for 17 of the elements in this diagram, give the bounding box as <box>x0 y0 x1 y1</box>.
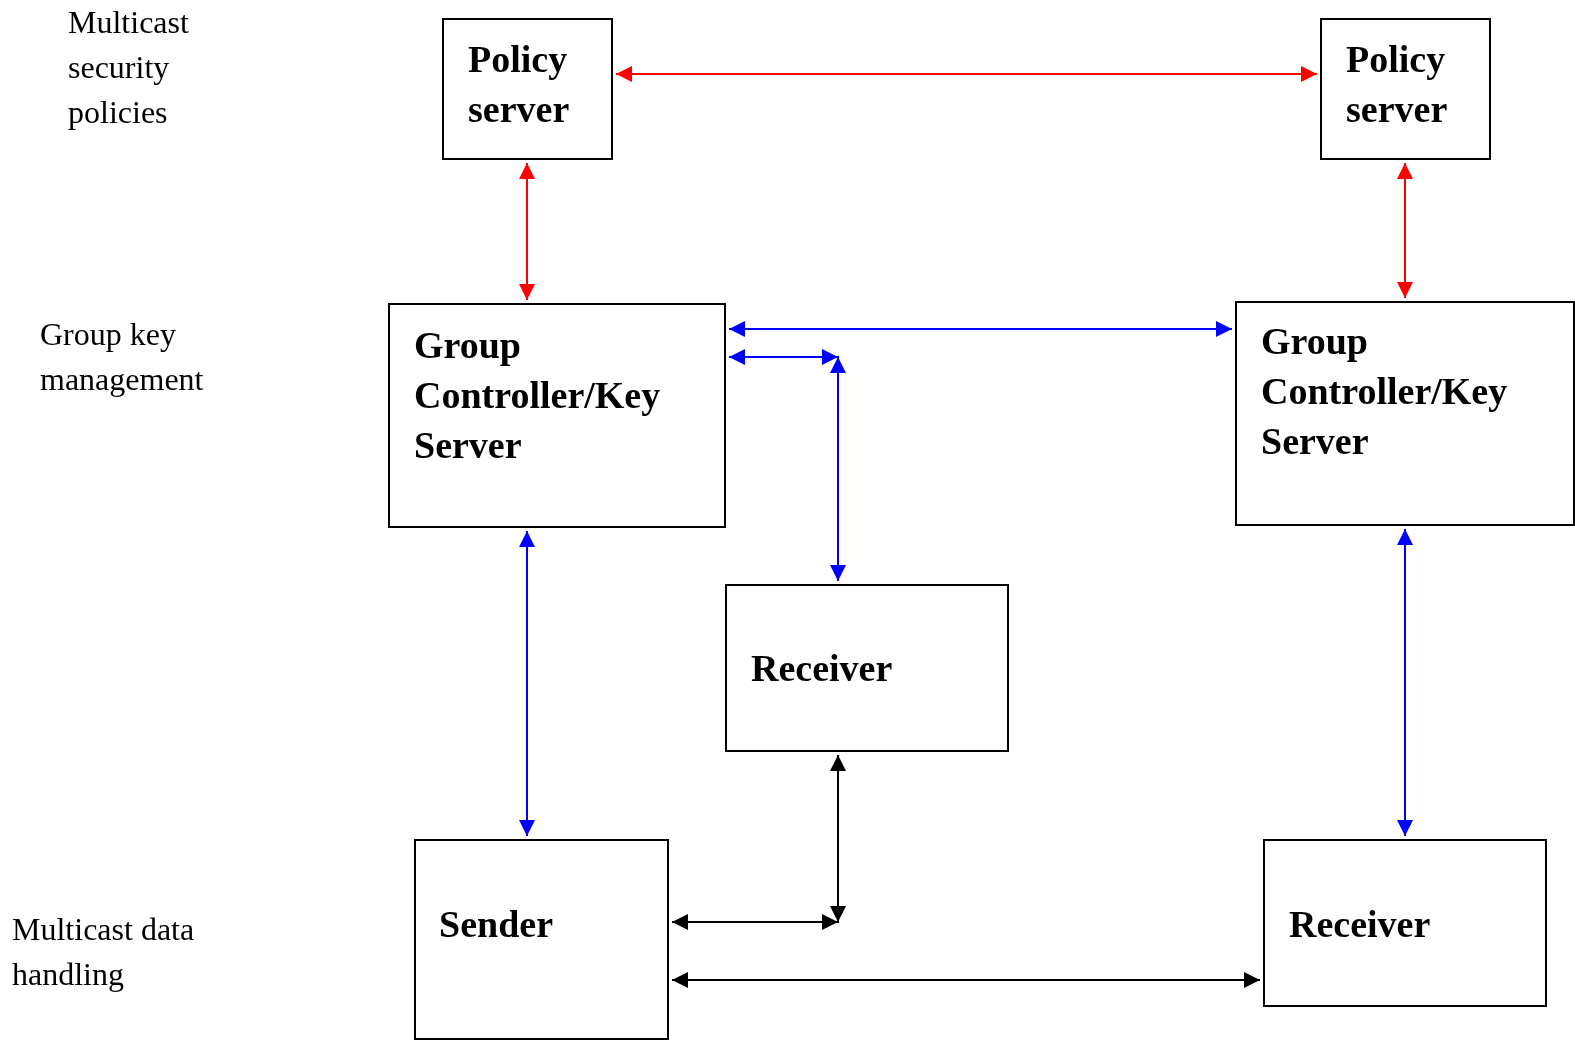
process-box <box>414 839 669 1040</box>
box-label: Group Controller/Key Server <box>1261 319 1509 464</box>
process-box <box>1263 839 1547 1007</box>
layer-label: Multicast security policies <box>68 3 190 132</box>
box-label: Policy server <box>1346 37 1449 132</box>
process-box <box>388 303 726 528</box>
box-label: Sender <box>439 902 554 947</box>
process-box <box>1235 301 1575 526</box>
process-box <box>442 18 613 160</box>
box-label: Receiver <box>1289 902 1432 947</box>
layer-label: Group key management <box>40 315 205 399</box>
layer-label: Multicast data handling <box>12 910 196 994</box>
box-label: Policy server <box>468 37 571 132</box>
box-label: Receiver <box>751 646 894 691</box>
process-box <box>725 584 1009 752</box>
box-label: Group Controller/Key Server <box>414 323 662 468</box>
process-box <box>1320 18 1491 160</box>
